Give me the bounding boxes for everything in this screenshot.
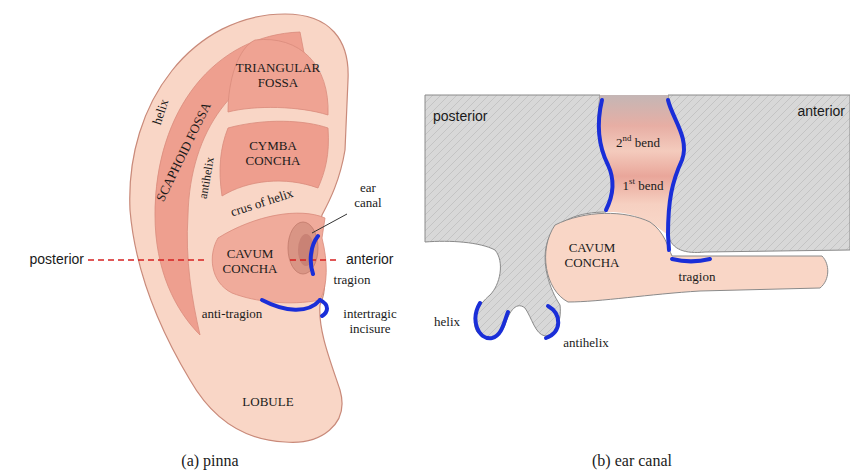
direction-label: anterior xyxy=(798,104,845,120)
helix-mark xyxy=(476,303,508,338)
horizontal-section-line xyxy=(88,259,340,261)
cavum-concha-section xyxy=(546,213,828,302)
tragion-mark xyxy=(672,259,710,261)
panel-caption: (a) pinna xyxy=(181,452,238,470)
tragion-mark xyxy=(311,236,318,274)
part-label: CYMBA CONCHA xyxy=(246,139,301,168)
part-label: CAVUM CONCHA xyxy=(223,247,278,276)
part-label: TRIANGULAR FOSSA xyxy=(236,61,321,90)
pinna-outline xyxy=(130,14,348,442)
cymba-concha-region xyxy=(220,121,328,196)
landmark-label: anti-tragion xyxy=(202,307,263,322)
landmark-label: antihelix xyxy=(563,336,609,351)
bend-label: 1st bend xyxy=(623,179,664,194)
landmark-label: tragion xyxy=(334,273,371,288)
direction-label: posterior xyxy=(433,109,487,125)
part-label: ear canal xyxy=(354,181,381,210)
tissue-section-right xyxy=(668,95,850,252)
leader-line xyxy=(312,214,347,233)
panel-caption: (b) ear canal xyxy=(592,452,672,470)
landmark-label: tragion xyxy=(679,270,716,285)
part-label: CAVUM CONCHA xyxy=(565,241,620,270)
bend-label: 2nd bend xyxy=(616,136,660,151)
landmark-label: helix xyxy=(434,315,460,330)
part-label: LOBULE xyxy=(242,395,293,410)
canal-wall-mark xyxy=(599,100,613,210)
ear-canal-opening xyxy=(288,222,318,274)
direction-label: anterior xyxy=(346,252,393,268)
landmark-label: intertragic incisure xyxy=(343,307,396,336)
canal-wall-mark xyxy=(668,100,684,250)
direction-label: posterior xyxy=(30,252,84,268)
triangular-fossa-region xyxy=(228,39,328,115)
cavum-concha-region xyxy=(212,213,326,303)
antihelix-mark xyxy=(546,306,558,338)
intertragic-mark xyxy=(320,300,327,316)
anti-tragion-mark xyxy=(262,300,320,310)
